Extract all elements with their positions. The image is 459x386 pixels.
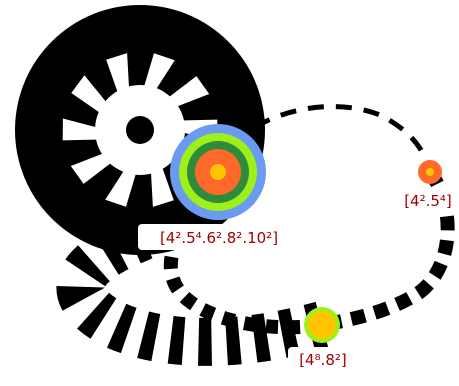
large-node-label: [4².5⁴.6².8².10²] — [160, 229, 278, 247]
right-node[interactable] — [418, 160, 442, 184]
bottom-node-label: [4⁸.8²] — [299, 351, 347, 369]
right-node-label: [4².5⁴] — [404, 192, 452, 210]
large-node-label-group: [4².5⁴.6².8².10²] — [138, 224, 301, 250]
ring-yellow-core — [210, 164, 226, 180]
bottom-node-label-group: [4⁸.8²] — [288, 347, 358, 371]
bottom-node-yellow — [308, 311, 336, 339]
right-node-yellow-core — [426, 168, 434, 176]
large-node-rings[interactable] — [170, 124, 266, 220]
inner-thick-edge — [171, 245, 322, 327]
right-node-label-group: [4².5⁴] — [396, 188, 459, 212]
bottom-node[interactable] — [304, 307, 340, 343]
rosette-center — [126, 116, 154, 144]
